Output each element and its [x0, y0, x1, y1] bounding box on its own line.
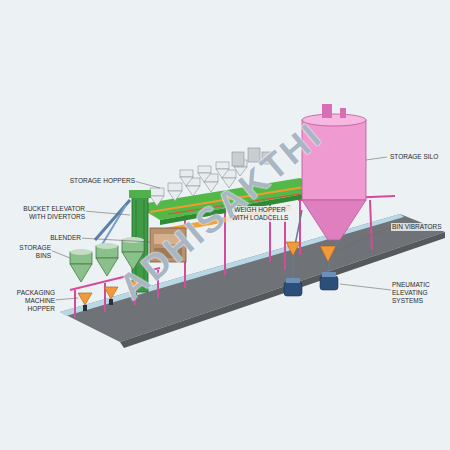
part-label: BIN VIBRATORS — [391, 223, 447, 231]
part-label: BUCKET ELEVATOR WITH DIVERTORS — [16, 205, 86, 221]
part-label: PACKAGING MACHINE HOPPER — [8, 289, 56, 313]
part-label: BLENDER — [44, 234, 82, 242]
part-label: STORAGE BINS — [12, 244, 52, 260]
part-label: STORAGE SILO — [389, 153, 447, 161]
part-label: STORAGE HOPPERS — [64, 177, 136, 185]
part-label: PNEUMATIC ELEVATING SYSTEMS — [391, 281, 447, 305]
